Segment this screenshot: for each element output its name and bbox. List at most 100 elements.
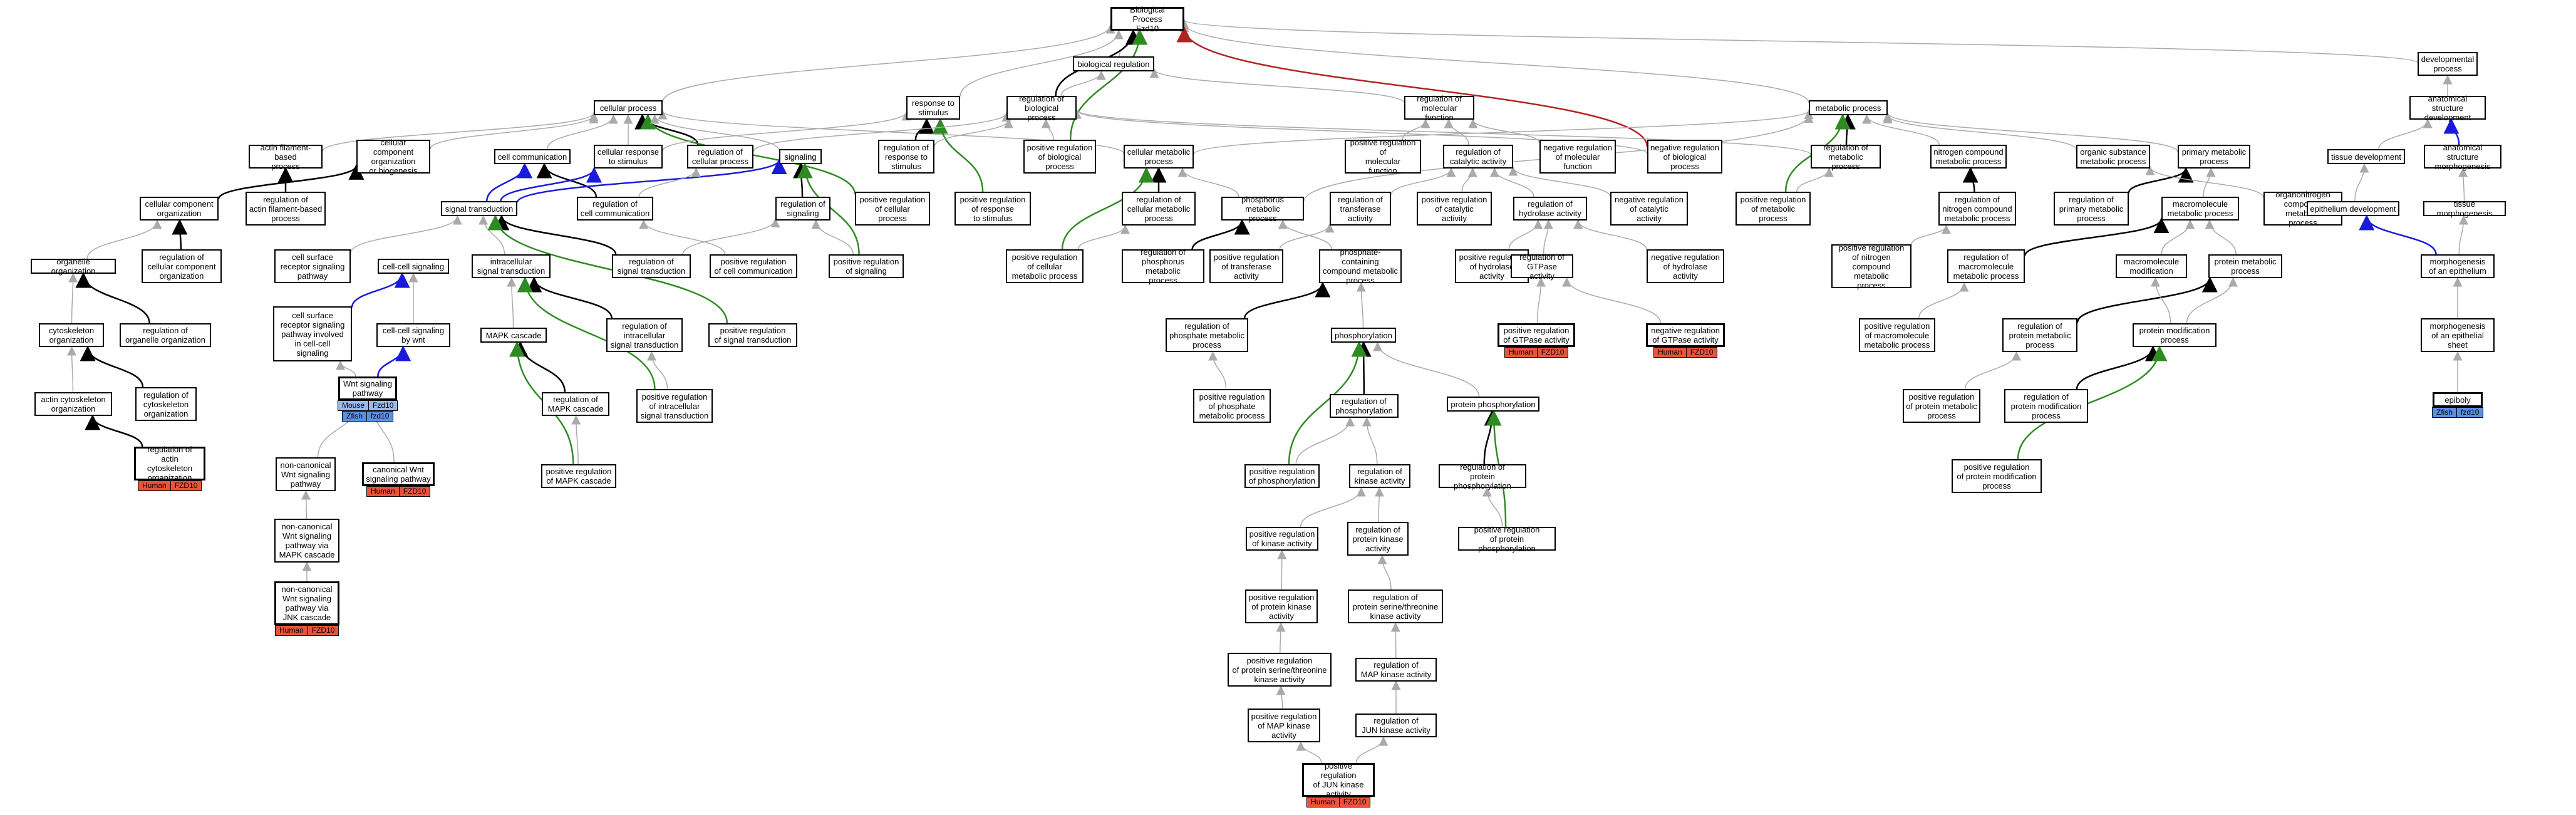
go-term-regulation-of-response-to-stimulus[interactable]: regulation of response to stimulus — [878, 140, 934, 174]
go-term-regulation-of-macromolecule-metabolic-process[interactable]: regulation of macromolecule metabolic pr… — [1947, 249, 2025, 283]
go-term-nitrogen-compound-metabolic-process[interactable]: nitrogen compound metabolic process — [1930, 145, 2007, 169]
go-term-regulation-of-signal-transduction[interactable]: regulation of signal transduction — [612, 254, 691, 278]
go-term-primary-metabolic-process[interactable]: primary metabolic process — [2178, 145, 2250, 169]
go-term-negative-regulation-of-biological-process[interactable]: negative regulation of biological proces… — [1647, 140, 1722, 174]
go-term-cellular-component-organization-or-biogenesis[interactable]: cellular component organization or bioge… — [356, 138, 430, 175]
go-term-regulation-of-protein-phosphorylation[interactable]: regulation of protein phosphorylation — [1439, 462, 1526, 491]
go-term-cellular-response-to-stimulus[interactable]: cellular response to stimulus — [594, 145, 663, 169]
go-term-positive-regulation-of-kinase-activity[interactable]: positive regulation of kinase activity — [1246, 527, 1318, 551]
go-term-intracellular-signal-transduction[interactable]: intracellular signal transduction — [472, 254, 551, 278]
go-term-anatomical-structure-development[interactable]: anatomical structure development — [2409, 94, 2486, 122]
go-term-organelle-organization[interactable]: organelle organization — [31, 257, 116, 276]
go-term-morphogenesis-of-an-epithelium[interactable]: morphogenesis of an epithelium — [2421, 254, 2495, 278]
go-term-cytoskeleton-organization[interactable]: cytoskeleton organization — [39, 323, 104, 347]
go-term-epiboly[interactable]: epiboly — [2433, 392, 2483, 407]
go-term-non-canonical-wnt-signaling-pathway-via-mapk-cascade[interactable]: non-canonical Wnt signaling pathway via … — [274, 519, 339, 563]
go-term-regulation-of-cellular-process[interactable]: regulation of cellular process — [687, 145, 753, 169]
go-term-metabolic-process[interactable]: metabolic process — [1809, 100, 1888, 115]
go-term-macromolecule-metabolic-process[interactable]: macromolecule metabolic process — [2161, 197, 2239, 221]
go-term-regulation-of-phosphorylation[interactable]: regulation of phosphorylation — [1330, 394, 1399, 418]
go-term-cellular-process[interactable]: cellular process — [594, 100, 663, 115]
go-term-regulation-of-hydrolase-activity[interactable]: regulation of hydrolase activity — [1513, 197, 1587, 221]
go-term-positive-regulation-of-protein-modification-process[interactable]: positive regulation of protein modificat… — [1952, 459, 2042, 493]
go-term-regulation-of-protein-kinase-activity[interactable]: regulation of protein kinase activity — [1347, 522, 1409, 556]
go-term-positive-regulation-of-intracellular-signal-transduction[interactable]: positive regulation of intracellular sig… — [636, 389, 713, 423]
go-term-regulation-of-cellular-component-organization[interactable]: regulation of cellular component organiz… — [142, 249, 222, 283]
go-term-positive-regulation-of-cellular-process[interactable]: positive regulation of cellular process — [855, 192, 930, 226]
go-term-positive-regulation-of-nitrogen-compound-metabolic-process[interactable]: positive regulation of nitrogen compound… — [1831, 243, 1911, 290]
go-term-regulation-of-map-kinase-activity[interactable]: regulation of MAP kinase activity — [1355, 658, 1437, 682]
go-term-regulation-of-nitrogen-compound-metabolic-process[interactable]: regulation of nitrogen compound metaboli… — [1938, 192, 2016, 226]
go-term-root[interactable]: Biological Process Fzd10 — [1110, 5, 1184, 33]
go-term-epithelium-development[interactable]: epithelium development — [2307, 201, 2399, 216]
go-term-non-canonical-wnt-signaling-pathway-via-jnk-cascade[interactable]: non-canonical Wnt signaling pathway via … — [274, 581, 339, 625]
go-term-regulation-of-metabolic-process[interactable]: regulation of metabolic process — [1811, 143, 1881, 171]
go-term-positive-regulation-of-protein-phosphorylation[interactable]: positive regulation of protein phosphory… — [1458, 525, 1556, 553]
go-term-regulation-of-protein-metabolic-process[interactable]: regulation of protein metabolic process — [2002, 318, 2077, 352]
go-term-regulation-of-cellular-metabolic-process[interactable]: regulation of cellular metabolic process — [1122, 192, 1196, 226]
go-term-negative-regulation-of-molecular-function[interactable]: negative regulation of molecular functio… — [1539, 140, 1616, 174]
go-term-positive-regulation-of-phosphate-metabolic-process[interactable]: positive regulation of phosphate metabol… — [1193, 389, 1271, 423]
go-term-cellular-component-organization[interactable]: cellular component organization — [140, 197, 219, 221]
go-term-regulation-of-primary-metabolic-process[interactable]: regulation of primary metabolic process — [2054, 192, 2129, 226]
go-term-regulation-of-cell-communication[interactable]: regulation of cell communication — [577, 197, 653, 221]
go-term-positive-regulation-of-signaling[interactable]: positive regulation of signaling — [829, 254, 904, 278]
go-term-anatomical-structure-morphogenesis[interactable]: anatomical structure morphogenesis — [2424, 143, 2501, 171]
go-term-regulation-of-catalytic-activity[interactable]: regulation of catalytic activity — [1443, 145, 1513, 169]
go-term-cellular-metabolic-process[interactable]: cellular metabolic process — [1124, 145, 1194, 169]
go-term-positive-regulation-of-jun-kinase-activity[interactable]: positive regulation of JUN kinase activi… — [1302, 761, 1375, 799]
go-term-response-to-stimulus[interactable]: response to stimulus — [906, 96, 960, 120]
go-term-positive-regulation-of-signal-transduction[interactable]: positive regulation of signal transducti… — [708, 323, 797, 347]
go-term-negative-regulation-of-gtpase-activity[interactable]: negative regulation of GTPase activity — [1646, 323, 1725, 347]
go-term-protein-phosphorylation[interactable]: protein phosphorylation — [1447, 397, 1539, 412]
go-term-regulation-of-phosphate-metabolic-process[interactable]: regulation of phosphate metabolic proces… — [1166, 318, 1248, 352]
go-term-positive-regulation-of-macromolecule-metabolic-process[interactable]: positive regulation of macromolecule met… — [1859, 318, 1935, 352]
go-term-protein-metabolic-process[interactable]: protein metabolic process — [2208, 254, 2282, 278]
go-term-regulation-of-kinase-activity[interactable]: regulation of kinase activity — [1349, 464, 1410, 488]
go-term-canonical-wnt-signaling-pathway[interactable]: canonical Wnt signaling pathway — [362, 462, 435, 486]
go-term-regulation-of-cytoskeleton-organization[interactable]: regulation of cytoskeleton organization — [135, 387, 197, 421]
go-term-mapk-cascade[interactable]: MAPK cascade — [480, 328, 547, 343]
go-term-positive-regulation-of-cell-communication[interactable]: positive regulation of cell communicatio… — [710, 254, 797, 278]
go-term-regulation-of-phosphorus-metabolic-process[interactable]: regulation of phosphorus metabolic proce… — [1122, 247, 1204, 285]
go-term-macromolecule-modification[interactable]: macromolecule modification — [2116, 254, 2187, 278]
go-term-regulation-of-mapk-cascade[interactable]: regulation of MAPK cascade — [542, 392, 609, 416]
go-term-wnt-signaling-pathway[interactable]: Wnt signaling pathway — [338, 376, 397, 400]
go-term-positive-regulation-of-response-to-stimulus[interactable]: positive regulation of response to stimu… — [954, 192, 1031, 226]
go-term-regulation-of-protein-modification-process[interactable]: regulation of protein modification proce… — [2004, 389, 2088, 423]
go-term-positive-regulation-of-biological-process[interactable]: positive regulation of biological proces… — [1023, 140, 1096, 174]
go-term-negative-regulation-of-hydrolase-activity[interactable]: negative regulation of hydrolase activit… — [1647, 249, 1724, 283]
go-term-cell-surface-receptor-signaling-pathway[interactable]: cell surface receptor signaling pathway — [274, 249, 351, 283]
go-term-phosphate-containing-compound-metabolic-process[interactable]: phosphate-containing compound metabolic … — [1319, 247, 1402, 285]
go-term-signaling[interactable]: signaling — [779, 149, 822, 164]
go-term-cell-cell-signaling[interactable]: cell-cell signaling — [378, 259, 449, 274]
go-term-non-canonical-wnt-signaling-pathway[interactable]: non-canonical Wnt signaling pathway — [276, 457, 336, 491]
go-term-negative-regulation-of-catalytic-activity[interactable]: negative regulation of catalytic activit… — [1610, 192, 1688, 226]
go-term-regulation-of-signaling[interactable]: regulation of signaling — [775, 197, 830, 221]
go-term-positive-regulation-of-phosphorylation[interactable]: positive regulation of phosphorylation — [1244, 464, 1320, 488]
go-term-positive-regulation-of-transferase-activity[interactable]: positive regulation of transferase activ… — [1209, 249, 1283, 283]
go-term-regulation-of-gtpase-activity[interactable]: regulation of GTPase activity — [1511, 252, 1573, 281]
go-term-tissue-morphogenesis[interactable]: tissue morphogenesis — [2423, 199, 2506, 218]
go-term-phosphorylation[interactable]: phosphorylation — [1331, 328, 1396, 343]
go-term-regulation-of-actin-cytoskeleton-organization[interactable]: regulation of actin cytoskeleton organiz… — [134, 445, 205, 482]
go-term-regulation-of-jun-kinase-activity[interactable]: regulation of JUN kinase activity — [1355, 714, 1437, 737]
go-term-signal-transduction[interactable]: signal transduction — [441, 201, 517, 216]
go-term-morphogenesis-of-an-epithelial-sheet[interactable]: morphogenesis of an epithelial sheet — [2421, 318, 2495, 352]
go-term-positive-regulation-of-protein-serine-threonine-kinase-activity[interactable]: positive regulation of protein serine/th… — [1228, 653, 1332, 687]
go-term-regulation-of-organelle-organization[interactable]: regulation of organelle organization — [120, 323, 211, 347]
go-term-actin-cytoskeleton-organization[interactable]: actin cytoskeleton organization — [34, 392, 112, 416]
go-term-regulation-of-actin-filament-based-process[interactable]: regulation of actin filament-based proce… — [246, 192, 326, 226]
go-term-tissue-development[interactable]: tissue development — [2327, 149, 2405, 164]
go-term-positive-regulation-of-map-kinase-activity[interactable]: positive regulation of MAP kinase activi… — [1248, 709, 1320, 742]
go-term-positive-regulation-of-molecular-function[interactable]: positive regulation of molecular functio… — [1345, 138, 1421, 175]
go-term-regulation-of-intracellular-signal-transduction[interactable]: regulation of intracellular signal trans… — [606, 318, 683, 352]
go-term-regulation-of-biological-process[interactable]: regulation of biological process — [1006, 94, 1077, 122]
go-term-positive-regulation-of-protein-kinase-activity[interactable]: positive regulation of protein kinase ac… — [1245, 589, 1318, 623]
go-term-positive-regulation-of-gtpase-activity[interactable]: positive regulation of GTPase activity — [1497, 323, 1575, 347]
go-term-organic-substance-metabolic-process[interactable]: organic substance metabolic process — [2076, 145, 2150, 169]
go-term-actin-filament-based-process[interactable]: actin filament-based process — [249, 143, 323, 171]
go-term-cell-communication[interactable]: cell communication — [494, 149, 571, 164]
go-term-positive-regulation-of-catalytic-activity[interactable]: positive regulation of catalytic activit… — [1417, 192, 1492, 226]
go-term-positive-regulation-of-metabolic-process[interactable]: positive regulation of metabolic process — [1735, 192, 1811, 226]
